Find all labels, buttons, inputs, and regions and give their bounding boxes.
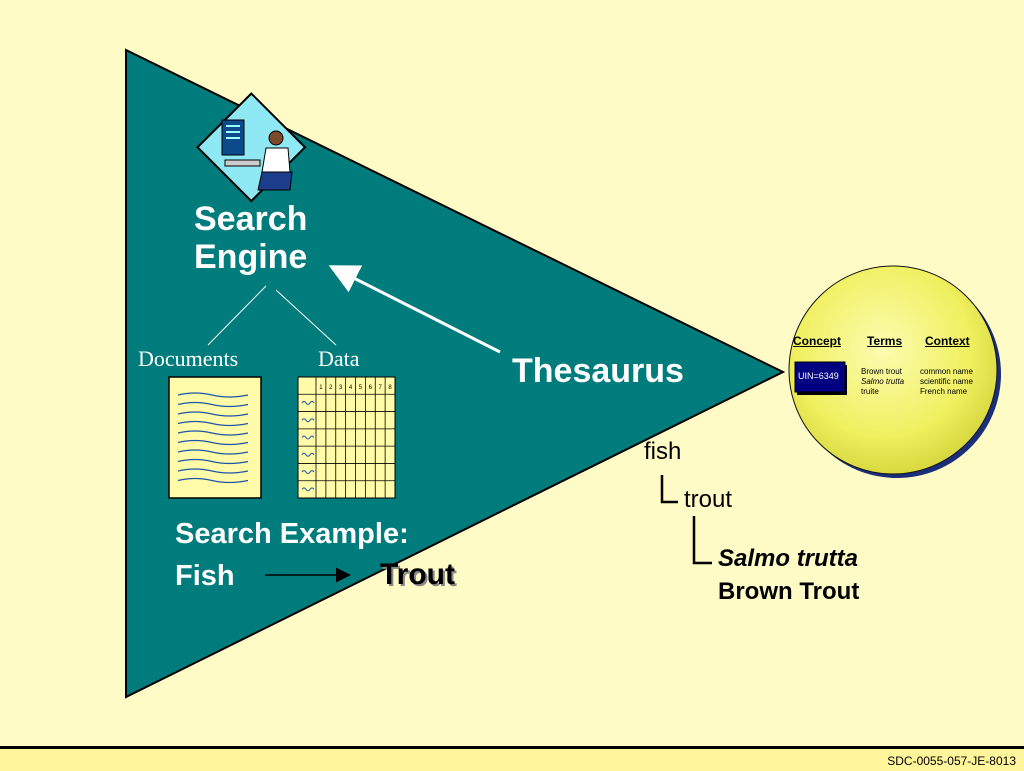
data-table-header-cell: 4 [349, 385, 353, 391]
search-engine-label-line1: Search [194, 200, 308, 238]
document-text-line [177, 449, 249, 455]
search-engine-label-line2: Engine [194, 238, 308, 276]
data-label: Data [318, 346, 360, 371]
document-text-line [177, 430, 249, 436]
data-table-row-label [301, 435, 315, 440]
computer-user-icon [196, 92, 307, 203]
data-table-row-label [301, 452, 315, 457]
data-table-row-label [301, 487, 315, 492]
data-table-background [297, 376, 396, 499]
footer-bar: SDC-0055-057-JE-8013 [0, 746, 1024, 771]
uin-box [794, 361, 846, 393]
document-text-line [177, 401, 249, 408]
data-table-header-cell: 6 [369, 385, 373, 391]
context-header: Context [925, 334, 970, 348]
data-table-header-cell: 2 [329, 385, 333, 391]
context-item: scientific name [920, 377, 973, 386]
data-table-header-cell: 1 [319, 385, 323, 391]
search-example-heading: Search Example: [175, 518, 409, 550]
footer-code: SDC-0055-057-JE-8013 [887, 754, 1016, 768]
term-item: truite [861, 387, 879, 396]
hierarchy-trout: trout [684, 486, 733, 513]
data-table-row-label [301, 470, 315, 475]
search-example-from: Fish [175, 560, 235, 592]
documents-icon [168, 376, 262, 499]
hierarchy-scientific-name: Salmo trutta [718, 545, 859, 572]
document-text-line [177, 392, 249, 398]
documents-label: Documents [138, 346, 239, 371]
data-table-row-label [301, 400, 315, 405]
concept-circle [788, 265, 1001, 478]
hierarchy-connector-1 [660, 475, 678, 504]
data-table-header-cell: 7 [379, 385, 383, 391]
concept-header: Concept [793, 334, 841, 348]
term-item: Brown trout [861, 367, 902, 376]
document-text-line [177, 477, 249, 484]
document-text-line [177, 411, 249, 417]
context-item: French name [920, 387, 968, 396]
document-text-line [177, 468, 249, 474]
data-table-row-label [301, 418, 315, 423]
hierarchy-fish: fish [644, 438, 682, 465]
term-item: Salmo trutta [861, 377, 905, 386]
data-table-header-cell: 3 [339, 385, 343, 391]
terms-header: Terms [867, 334, 903, 348]
hierarchy-common-name: Brown Trout [718, 578, 860, 605]
document-text-line [177, 420, 249, 427]
funnel-triangle [125, 48, 786, 699]
document-text-line [177, 439, 249, 446]
hierarchy-connector-2 [692, 516, 712, 565]
thesaurus-label: Thesaurus [512, 352, 684, 390]
data-table-header-cell: 8 [388, 385, 392, 391]
uin-label: UIN=6349 [798, 371, 839, 381]
search-example-to: Trout [380, 558, 455, 591]
document-text-line [177, 458, 249, 465]
data-table-header-cell: 5 [359, 385, 363, 391]
context-item: common name [920, 367, 973, 376]
